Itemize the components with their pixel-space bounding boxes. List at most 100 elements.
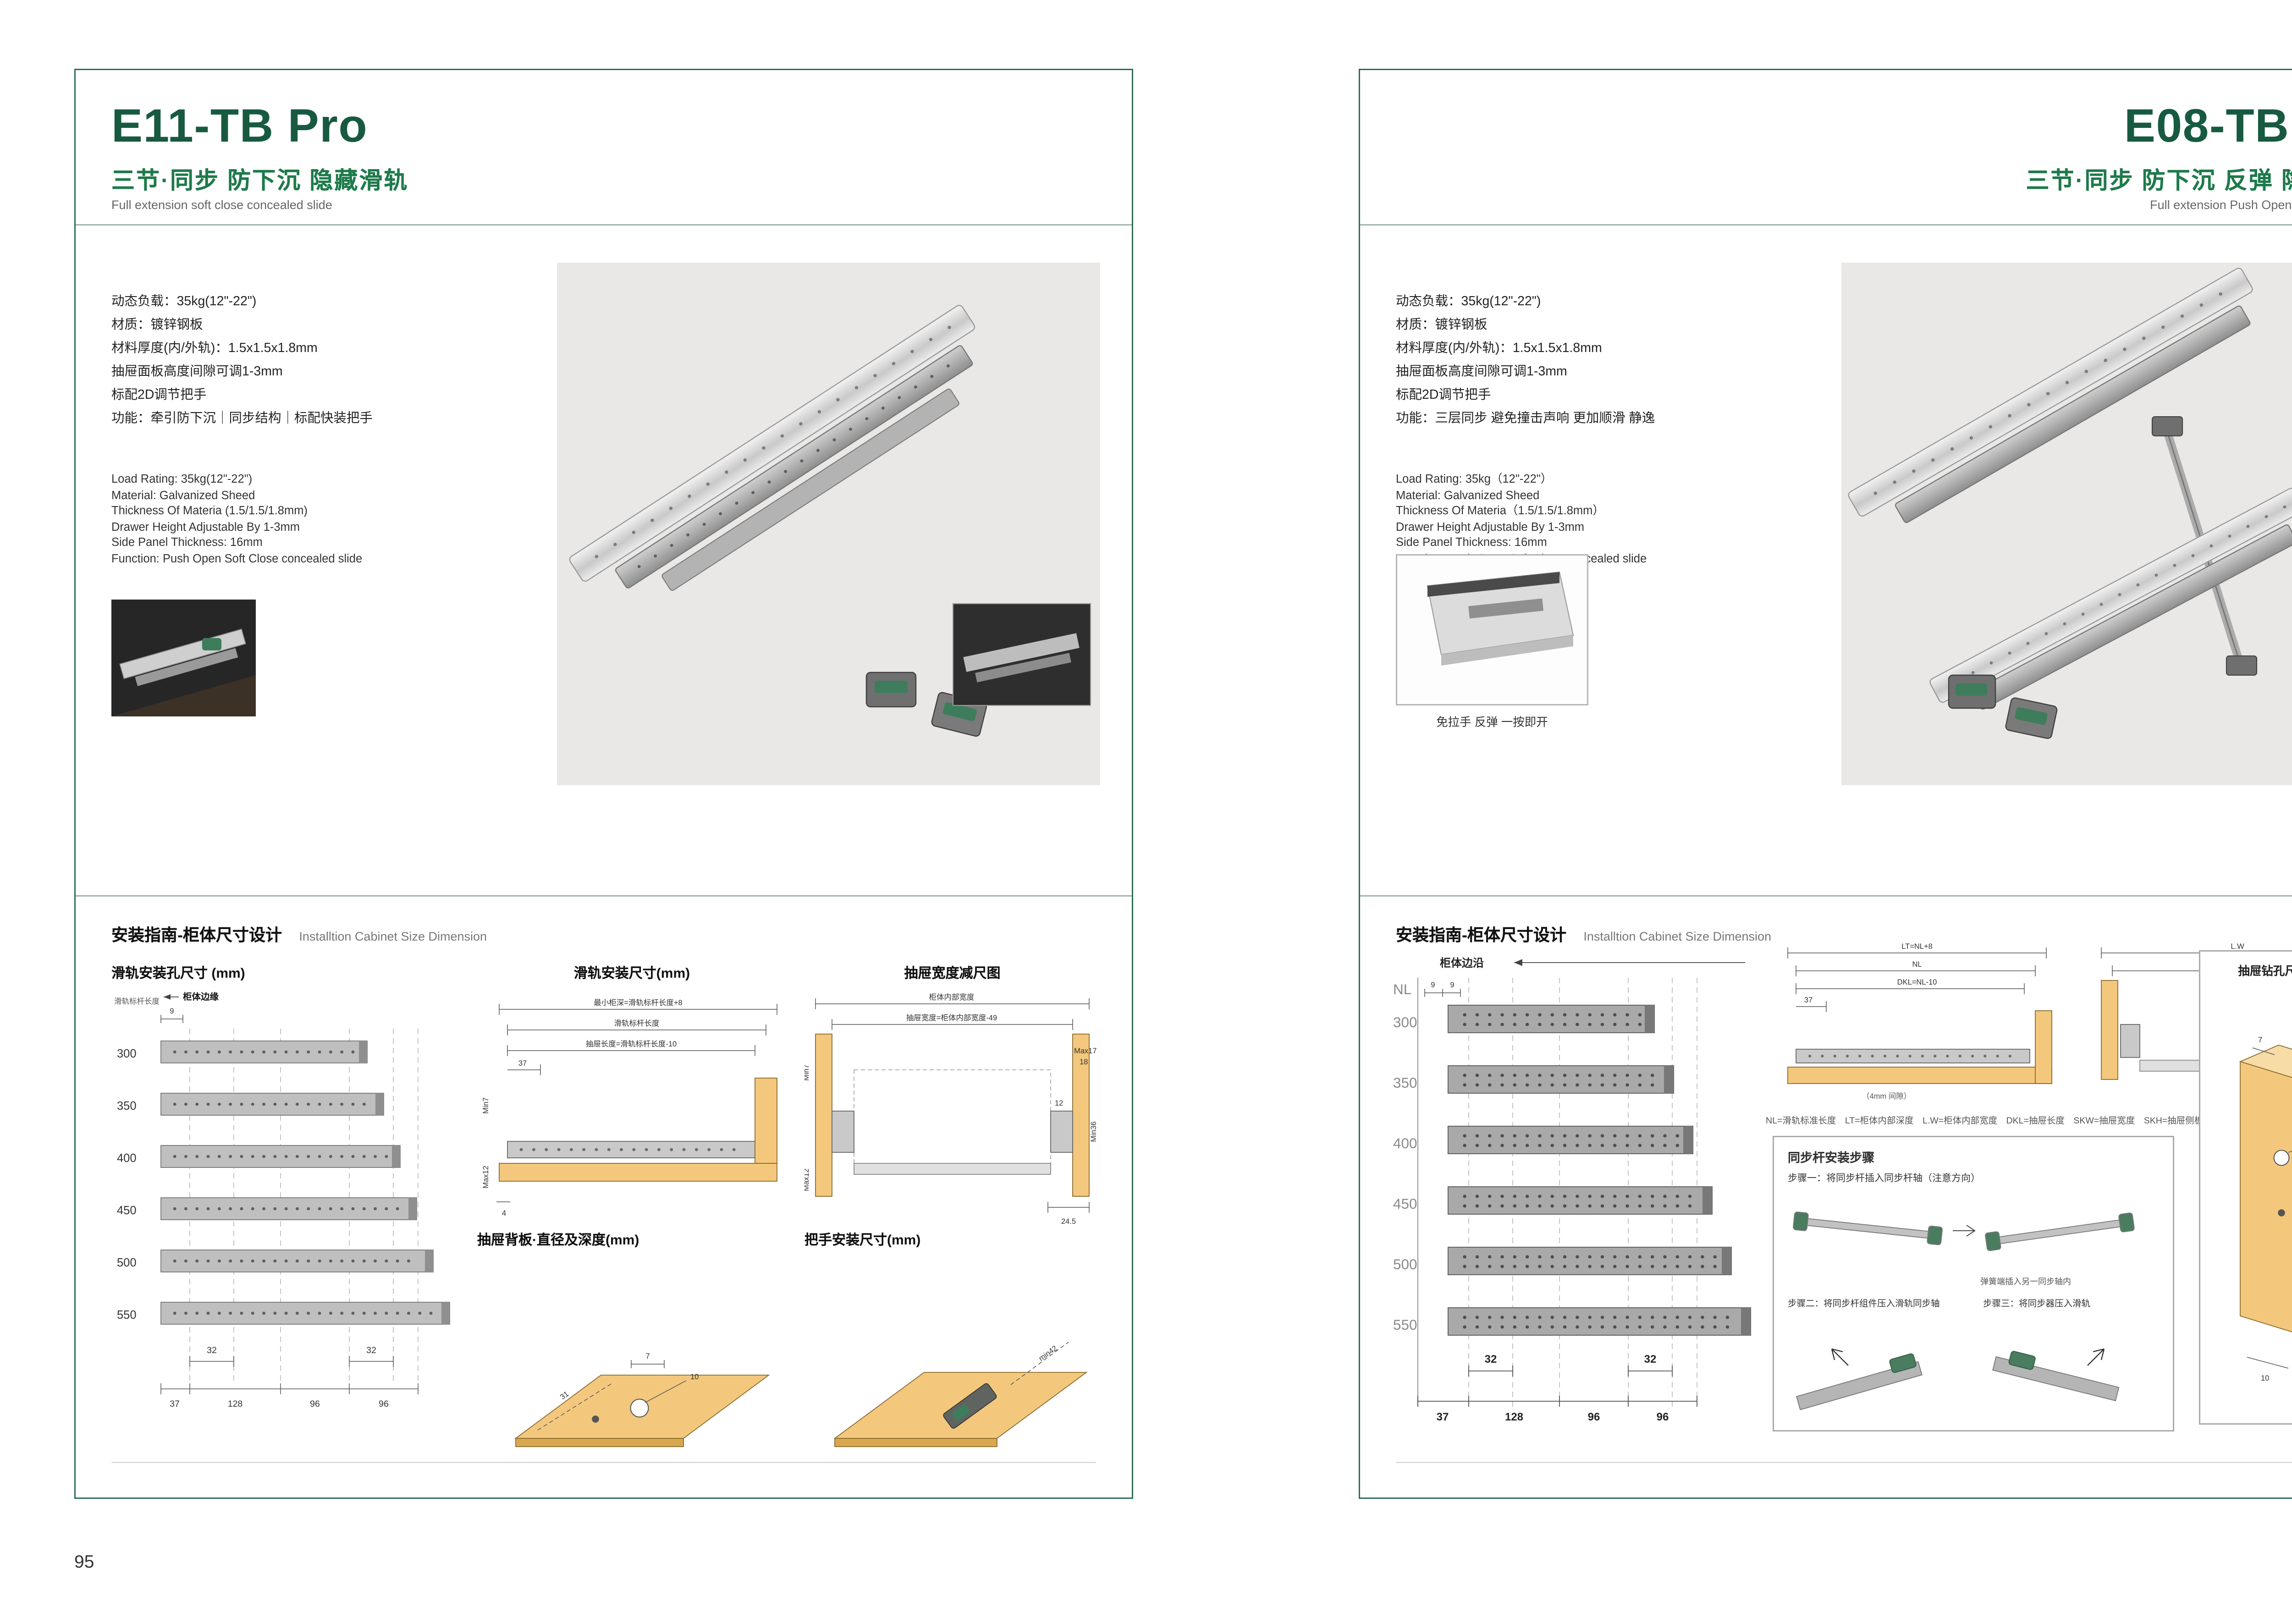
dim-label: 抽屉宽度=柜体内部宽度-49 (906, 1013, 997, 1022)
spec-line: 动态负载：35kg(12"-22") (1396, 294, 1541, 309)
svg-text:350: 350 (1393, 1074, 1417, 1091)
dimension-lines (537, 1360, 687, 1431)
svg-text:500: 500 (1393, 1256, 1417, 1272)
install-guide-title-en: Installtion Cabinet Size Dimension (299, 930, 487, 943)
dim-label: Min7 (804, 1064, 810, 1081)
handle-mount-drawing: min42 (833, 1342, 1088, 1447)
rail-row: 550 (1393, 1307, 1752, 1336)
spec-line: 材料厚度(内/外轨)：1.5x1.5x1.8mm (1396, 341, 1602, 356)
spec-line: Thickness Of Materia (1.5/1.5/1.8mm) (111, 503, 308, 517)
rail-row: 400 (1393, 1125, 1694, 1155)
page-title: E08-TB pro (2124, 100, 2292, 153)
dim-label: 128 (228, 1399, 243, 1409)
sync-step-3: 步骤三：将同步器压入滑轨 (1983, 1299, 2090, 1309)
drawer-drill-box: 抽屉钻孔尺寸（mm） 7 31 10 (2199, 950, 2292, 1425)
slide-product-drawing (1848, 268, 2292, 739)
dimension-lines (1010, 1342, 1069, 1385)
dim-label: 7 (645, 1352, 650, 1360)
dim-label: 滑轨标杆长度 (614, 1019, 660, 1028)
dim-label: 9 (1431, 981, 1435, 989)
sync-install-drawing (1992, 1348, 2120, 1401)
dim-label: 4 (502, 1209, 506, 1217)
product-photo (557, 263, 1100, 785)
detail-inset (952, 603, 1091, 706)
dim-label: 37 (170, 1399, 180, 1409)
spec-line: 材料厚度(内/外轨)：1.5x1.5x1.8mm (111, 341, 318, 356)
dim-label: NL (1912, 960, 1922, 969)
install-guide-heading: 安装指南-柜体尺寸设计 Installtion Cabinet Size Dim… (111, 923, 487, 947)
dim-label: 37 (518, 1059, 527, 1068)
svg-text:500: 500 (117, 1256, 137, 1269)
spec-line: Thickness Of Materia（1.5/1.5/1.8mm） (1396, 503, 1604, 517)
product-subtitle-cn: 三节·同步 防下沉 反弹 隐藏滑轨 (2026, 168, 2292, 194)
spec-line: Drawer Height Adjustable By 1-3mm (111, 519, 300, 533)
rail-row: 450 (1393, 1186, 1713, 1215)
svg-text:400: 400 (117, 1152, 137, 1165)
dim-label: 7 (2258, 1036, 2262, 1044)
dim-label: 24.5 (1061, 1217, 1076, 1226)
install-guide-title-cn: 安装指南-柜体尺寸设计 (1396, 925, 1566, 945)
thumbnail-drawing (1427, 571, 1574, 666)
product-subtitle-en: Full extension Push Open concealed slide (2150, 198, 2292, 212)
specs-english: Load Rating: 35kg(12"-22") Material: Gal… (111, 472, 362, 567)
svg-text:550: 550 (1393, 1316, 1417, 1333)
figure-title: 抽屉宽度减尺图 (904, 967, 1001, 982)
install-guide-title-cn: 安装指南-柜体尺寸设计 (111, 925, 282, 945)
dim-label: 96 (310, 1399, 320, 1409)
page-number-left: 95 (74, 1551, 94, 1572)
specs-chinese: 动态负载：35kg(12"-22") 材质：镀锌钢板 材料厚度(内/外轨)：1.… (111, 290, 373, 430)
drill-title: 抽屉钻孔尺寸（mm） (2238, 964, 2292, 978)
sync-install-drawing (1796, 1348, 1923, 1410)
spec-line: 抽屉面板高度间隙可调1-3mm (111, 364, 283, 380)
figure-title: 滑轨安装孔尺寸 (mm) (111, 967, 245, 982)
figure-title: 抽屉背板·直径及深度(mm) (477, 1233, 639, 1249)
rail-mount-dimensions-figure: 滑轨安装尺寸(mm) 最小柜深=滑轨标杆长度+8 滑轨标杆长度 抽屉长度=滑轨标… (477, 961, 787, 1221)
dim-label: 抽屉长度=滑轨标杆长度-10 (586, 1040, 677, 1048)
dim-label: 37 (1804, 996, 1813, 1004)
spec-line: 材质：镀锌钢板 (111, 318, 203, 333)
rail-hole-dimensions-figure: NL 柜体边沿 9 9 300 (1390, 950, 1755, 1429)
dim-label: Max12 (804, 1168, 810, 1191)
rail-row: 450 (117, 1197, 417, 1220)
dim-label: 37 (1437, 1411, 1449, 1423)
figure-title: 把手安装尺寸(mm) (804, 1233, 921, 1249)
spec-line: Material: Galvanized Sheed (1396, 487, 1540, 501)
spec-line: 功能：三层同步 避免撞击声响 更加顺滑 静逸 (1396, 411, 1655, 426)
spec-line: Function: Push Open Soft Close concealed… (111, 551, 363, 565)
svg-text:450: 450 (1393, 1195, 1417, 1212)
dimension-lines (160, 1356, 419, 1394)
sync-step-2: 步骤二：将同步杆组件压入滑轨同步轴 (1788, 1299, 1940, 1309)
dim-label: Min7 (482, 1097, 490, 1114)
svg-text:450: 450 (117, 1204, 137, 1217)
dimension-lines (815, 998, 1090, 1213)
rail-mount-drawing: 最小柜深=滑轨标杆长度+8 滑轨标杆长度 抽屉长度=滑轨标杆长度-10 37 M… (482, 998, 777, 1217)
rail-row: 550 (117, 1302, 450, 1325)
dim-label: 96 (1657, 1411, 1669, 1423)
svg-text:350: 350 (117, 1100, 137, 1112)
rail-hole-drawing: 滑轨标杆长度 柜体边缘 9 300 350 (114, 991, 450, 1409)
product-subtitle-cn: 三节·同步 防下沉 隐藏滑轨 (111, 168, 409, 194)
dim-label: DKL=NL-10 (1897, 978, 1937, 986)
dim-label: min42 (1037, 1344, 1059, 1363)
dim-label: LT=NL+8 (1901, 942, 1933, 951)
dim-label: 9 (1450, 981, 1454, 989)
header-divider (76, 224, 1132, 226)
dim-label: 96 (379, 1399, 389, 1409)
rail-row: 500 (1393, 1246, 1732, 1276)
catalog-page-95: E11-TB Pro 三节·同步 防下沉 隐藏滑轨 Full extension… (74, 69, 1133, 1499)
dimension-lines (1417, 1365, 1697, 1407)
spec-line: 动态负载：35kg(12"-22") (111, 294, 257, 309)
back-panel-drawing: 7 31 10 (514, 1352, 770, 1447)
spec-line: Material: Galvanized Sheed (111, 487, 255, 501)
install-guide-title-en: Installtion Cabinet Size Dimension (1583, 930, 1772, 943)
thumbnail-drawing (111, 600, 256, 716)
abbreviation-legend: NL=滑轨标准长度 LT=柜体内部深度 L.W=柜体内部宽度 DKL=抽屉长度 … (1766, 1117, 2221, 1126)
dim-label: 96 (1588, 1411, 1600, 1423)
rail-row: 500 (117, 1250, 434, 1272)
sync-rod-steps-box: 同步杆安装步骤 步骤一：将同步杆插入同步杆轴（注意方向） (1773, 1136, 2174, 1431)
thumbnail-caption: 免拉手 反弹 一按即开 (1436, 715, 1548, 729)
dim-label: 10 (690, 1373, 699, 1381)
svg-text:550: 550 (117, 1309, 137, 1321)
push-open-thumbnail-photo (1396, 554, 1588, 705)
dim-label: 32 (1485, 1353, 1497, 1365)
